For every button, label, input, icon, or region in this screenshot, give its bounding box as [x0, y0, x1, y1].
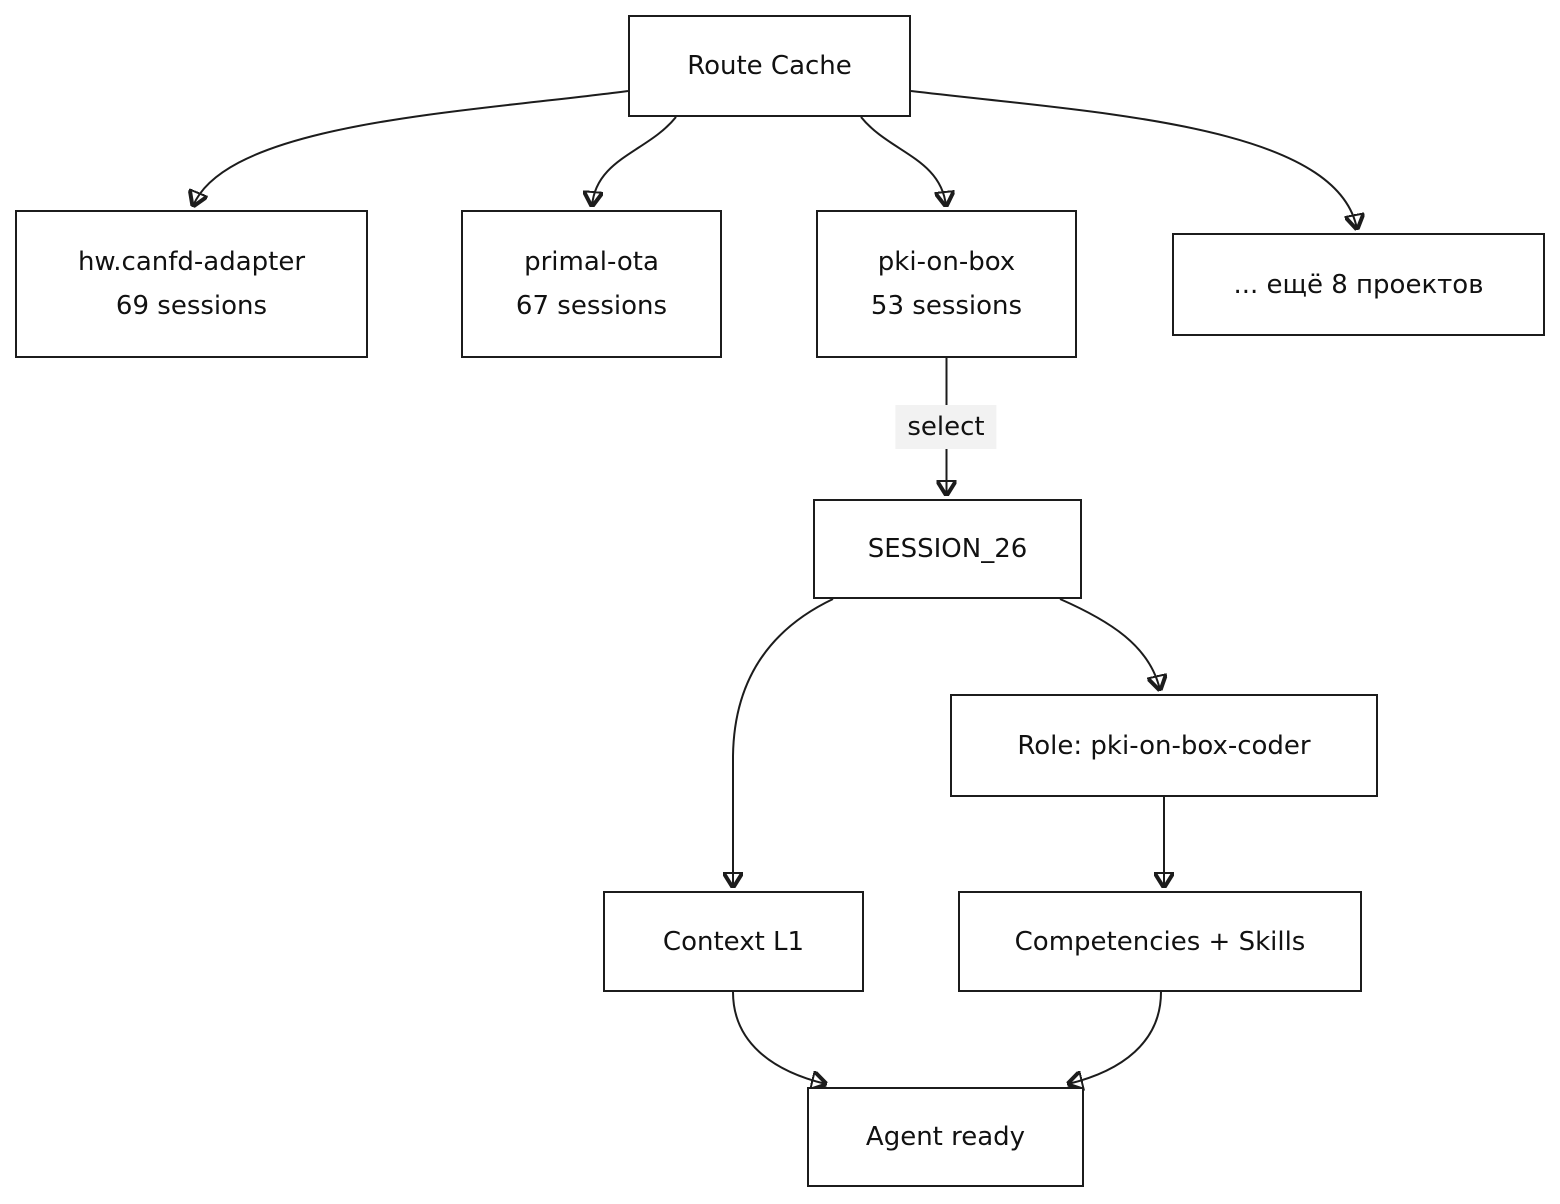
node-hw-canfd-adapter-sessions: 69 sessions [115, 291, 268, 321]
node-primal-ota: primal-ota 67 sessions [461, 210, 722, 358]
node-agent-ready: Agent ready [807, 1087, 1084, 1187]
node-session-26: SESSION_26 [813, 499, 1082, 599]
edge-session26-to-contextl1 [733, 598, 834, 887]
node-primal-ota-name: primal-ota [524, 247, 659, 277]
node-hw-canfd-adapter-name: hw.canfd-adapter [77, 247, 306, 277]
edge-routecache-to-hwcanfd [193, 90, 629, 206]
edge-routecache-to-primalota [592, 116, 677, 206]
node-pki-on-box: pki-on-box 53 sessions [816, 210, 1077, 358]
node-hw-canfd-adapter: hw.canfd-adapter 69 sessions [15, 210, 368, 358]
edge-session26-to-role [1059, 598, 1160, 690]
edge-routecache-to-pkionbox [860, 116, 946, 206]
node-primal-ota-sessions: 67 sessions [515, 291, 668, 321]
node-pki-on-box-sessions: 53 sessions [870, 291, 1023, 321]
node-competencies-label: Competencies + Skills [1014, 926, 1306, 957]
node-role-label: Role: pki-on-box-coder [1017, 730, 1311, 761]
node-context-l1: Context L1 [603, 891, 864, 992]
node-agent-ready-label: Agent ready [865, 1122, 1026, 1152]
node-context-l1-label: Context L1 [662, 926, 805, 957]
node-route-cache-label: Route Cache [687, 51, 852, 81]
edge-label-select: select [895, 405, 997, 449]
node-more-projects: ... ещё 8 проектов [1172, 233, 1545, 336]
node-role: Role: pki-on-box-coder [950, 694, 1378, 797]
node-route-cache: Route Cache [628, 15, 911, 117]
edge-contextl1-to-agentready [732, 991, 826, 1084]
node-more-projects-label: ... ещё 8 проектов [1233, 269, 1484, 300]
edge-competencies-to-agentready [1068, 991, 1162, 1084]
node-session-26-label: SESSION_26 [867, 534, 1028, 564]
edge-routecache-to-moreprojects [910, 90, 1357, 229]
node-competencies: Competencies + Skills [958, 891, 1362, 992]
node-pki-on-box-name: pki-on-box [877, 247, 1016, 277]
